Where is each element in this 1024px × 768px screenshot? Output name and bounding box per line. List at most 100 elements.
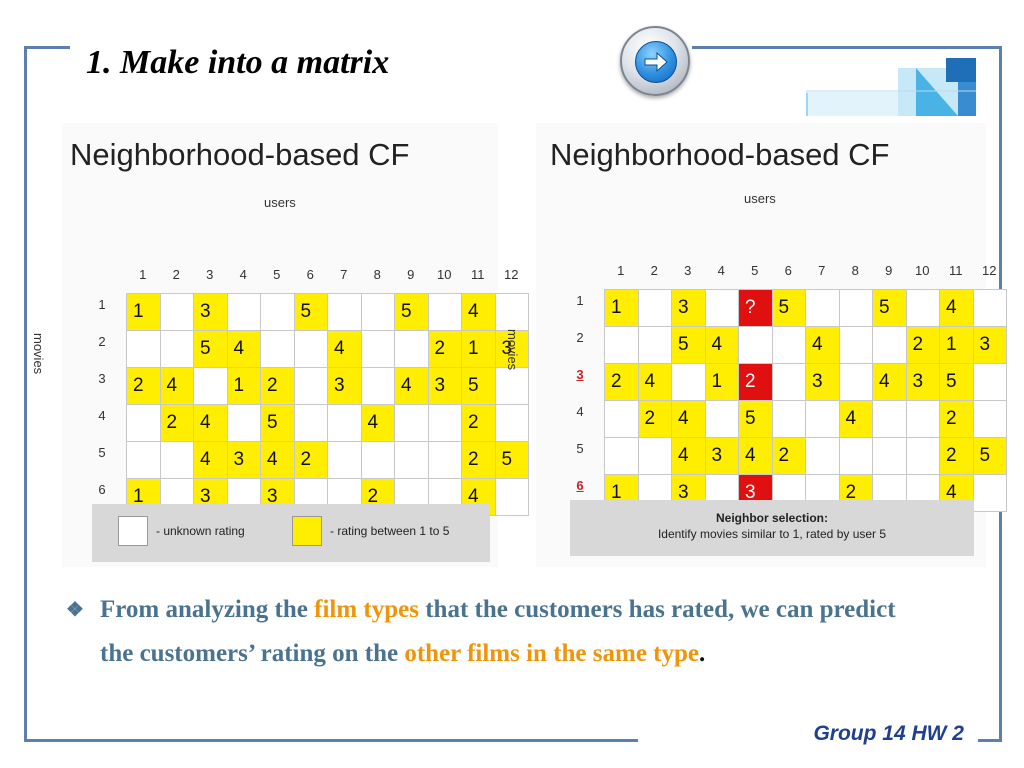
unknown-rating-cell — [494, 404, 529, 442]
neighbor-selection-description: Identify movies similar to 1, rated by u… — [657, 527, 887, 541]
unknown-rating-cell — [604, 326, 639, 364]
rating-cell: 5 — [671, 326, 706, 364]
frame-bottom-right — [978, 739, 1002, 742]
rating-cell: 5 — [771, 289, 806, 327]
unknown-rating-cell — [872, 400, 907, 438]
rating-cell: 1 — [226, 367, 261, 405]
rating-cell: 4 — [360, 404, 395, 442]
unknown-rating-cell — [360, 367, 395, 405]
user-column-header: 12 — [504, 267, 519, 282]
unknown-rating-cell — [126, 330, 161, 368]
unknown-rating-cell — [637, 326, 672, 364]
rating-cell: 4 — [159, 367, 194, 405]
user-column-header: 8 — [851, 263, 859, 278]
unknown-rating-cell — [159, 330, 194, 368]
movie-row-header: 2 — [576, 330, 584, 345]
rating-cell: 4 — [805, 326, 840, 364]
movie-row-header: 4 — [576, 404, 584, 419]
rating-cell: 2 — [939, 400, 974, 438]
rating-cell: 5 — [872, 289, 907, 327]
unknown-rating-cell — [872, 326, 907, 364]
unknown-rating-cell — [360, 441, 395, 479]
user-column-header: 11 — [471, 267, 485, 282]
unknown-rating-cell — [427, 404, 462, 442]
movie-row-header: 3 — [98, 371, 106, 386]
unknown-rating-cell — [427, 441, 462, 479]
rating-cell: 4 — [738, 437, 773, 475]
unknown-rating-cell — [805, 400, 840, 438]
rating-cell: 4 — [704, 326, 739, 364]
target-rating-cell: ? — [738, 289, 773, 327]
frame-top-left — [24, 46, 70, 49]
user-column-header: 3 — [684, 263, 692, 278]
rating-cell: 4 — [872, 363, 907, 401]
unknown-rating-cell — [394, 441, 429, 479]
unknown-rating-cell — [738, 326, 773, 364]
rating-cell: 4 — [193, 441, 228, 479]
user-column-header: 4 — [239, 267, 247, 282]
user-column-header: 4 — [717, 263, 725, 278]
rating-cell: 3 — [226, 441, 261, 479]
slide-title: 1. Make into a matrix — [86, 44, 390, 81]
unknown-rating-cell — [293, 404, 328, 442]
rating-cell: 4 — [260, 441, 295, 479]
movie-row-header: 4 — [98, 408, 106, 423]
unknown-rating-cell — [293, 367, 328, 405]
rating-cell: 3 — [805, 363, 840, 401]
rating-cell: 3 — [905, 363, 940, 401]
rating-cell: 1 — [461, 330, 496, 368]
next-arrow-button[interactable] — [620, 26, 690, 96]
unknown-rating-cell — [159, 293, 194, 331]
unknown-rating-cell — [704, 400, 739, 438]
unknown-rating-cell — [838, 289, 873, 327]
rating-cell: 2 — [461, 441, 496, 479]
rating-cell: 4 — [637, 363, 672, 401]
user-column-header: 7 — [340, 267, 348, 282]
movie-row-header: 6 — [98, 482, 106, 497]
user-column-header: 8 — [373, 267, 381, 282]
neighbor-selection-box: Neighbor selection: Identify movies simi… — [570, 500, 974, 556]
unknown-rating-cell — [226, 293, 261, 331]
panel-title: Neighborhood-based CF — [70, 137, 410, 172]
bullet-phrase: that the customers has rated, we can pre… — [100, 596, 896, 667]
movie-row-header: 6 — [576, 478, 584, 493]
movies-label: movies — [31, 333, 46, 375]
user-column-header: 3 — [206, 267, 214, 282]
bullet-phrase: . — [699, 640, 706, 667]
unknown-rating-cell — [771, 363, 806, 401]
unknown-rating-cell — [704, 289, 739, 327]
rating-cell: 2 — [427, 330, 462, 368]
known-rating-label: - rating between 1 to 5 — [330, 524, 450, 538]
rating-cell: 4 — [461, 293, 496, 331]
rating-cell: 2 — [939, 437, 974, 475]
unknown-rating-cell — [805, 437, 840, 475]
unknown-rating-cell — [838, 326, 873, 364]
rating-cell: 1 — [939, 326, 974, 364]
users-label: users — [264, 195, 296, 210]
user-column-header: 5 — [751, 263, 759, 278]
rating-cell: 2 — [260, 367, 295, 405]
unknown-rating-cell — [671, 363, 706, 401]
unknown-rating-cell — [126, 404, 161, 442]
unknown-rating-cell — [905, 400, 940, 438]
user-column-header: 2 — [172, 267, 180, 282]
user-column-header: 9 — [885, 263, 893, 278]
unknown-rating-cell — [637, 289, 672, 327]
unknown-rating-cell — [604, 437, 639, 475]
rating-cell: 4 — [671, 437, 706, 475]
unknown-rating-cell — [805, 289, 840, 327]
user-column-header: 6 — [784, 263, 792, 278]
movies-label: movies — [505, 329, 520, 371]
rating-cell: 5 — [461, 367, 496, 405]
user-column-header: 1 — [139, 267, 147, 282]
rating-cell: 4 — [939, 289, 974, 327]
unknown-rating-cell — [972, 289, 1007, 327]
neighbor-selection-title: Neighbor selection: — [715, 511, 828, 525]
unknown-rating-cell — [260, 330, 295, 368]
user-column-header: 1 — [617, 263, 625, 278]
movie-row-header: 5 — [576, 441, 584, 456]
unknown-rating-cell — [394, 330, 429, 368]
rating-cell: 4 — [226, 330, 261, 368]
user-column-header: 2 — [650, 263, 658, 278]
unknown-rating-cell — [838, 363, 873, 401]
